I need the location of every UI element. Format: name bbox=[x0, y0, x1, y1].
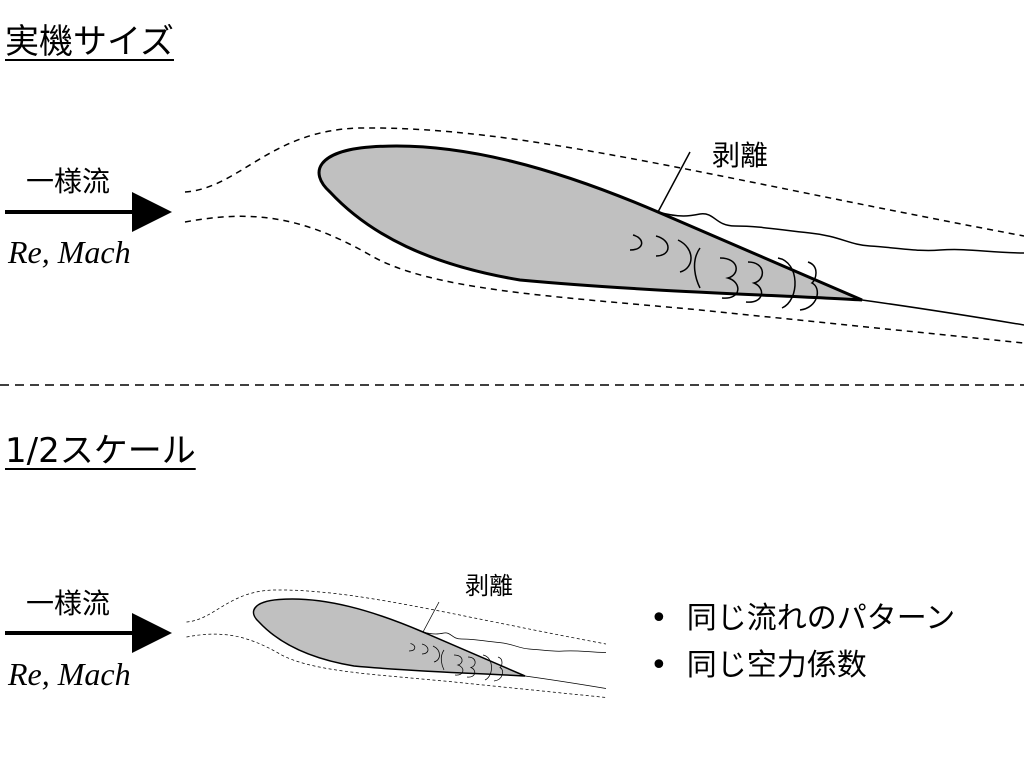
params-label-bottom: Re, Mach bbox=[8, 656, 131, 692]
separation-label-bottom: 剥離 bbox=[465, 572, 513, 600]
flow-label-bottom: 一様流 bbox=[26, 587, 111, 620]
section-title-full: 実機サイズ bbox=[5, 22, 174, 62]
bullet-item: • 同じ流れのパターン bbox=[650, 601, 956, 636]
separation-label-top: 剥離 bbox=[712, 139, 769, 172]
bullet-text: 同じ流れのパターン bbox=[686, 601, 956, 636]
airfoil-full-scale bbox=[183, 126, 1024, 345]
section-title-half: 1/2スケール bbox=[5, 431, 196, 471]
airfoil-half-scale bbox=[185, 589, 607, 699]
bullet-item: • 同じ空力係数 bbox=[650, 648, 867, 683]
flow-label-top: 一様流 bbox=[26, 165, 111, 198]
params-label-top: Re, Mach bbox=[8, 234, 131, 270]
bullet-text: 同じ空力係数 bbox=[686, 648, 867, 683]
